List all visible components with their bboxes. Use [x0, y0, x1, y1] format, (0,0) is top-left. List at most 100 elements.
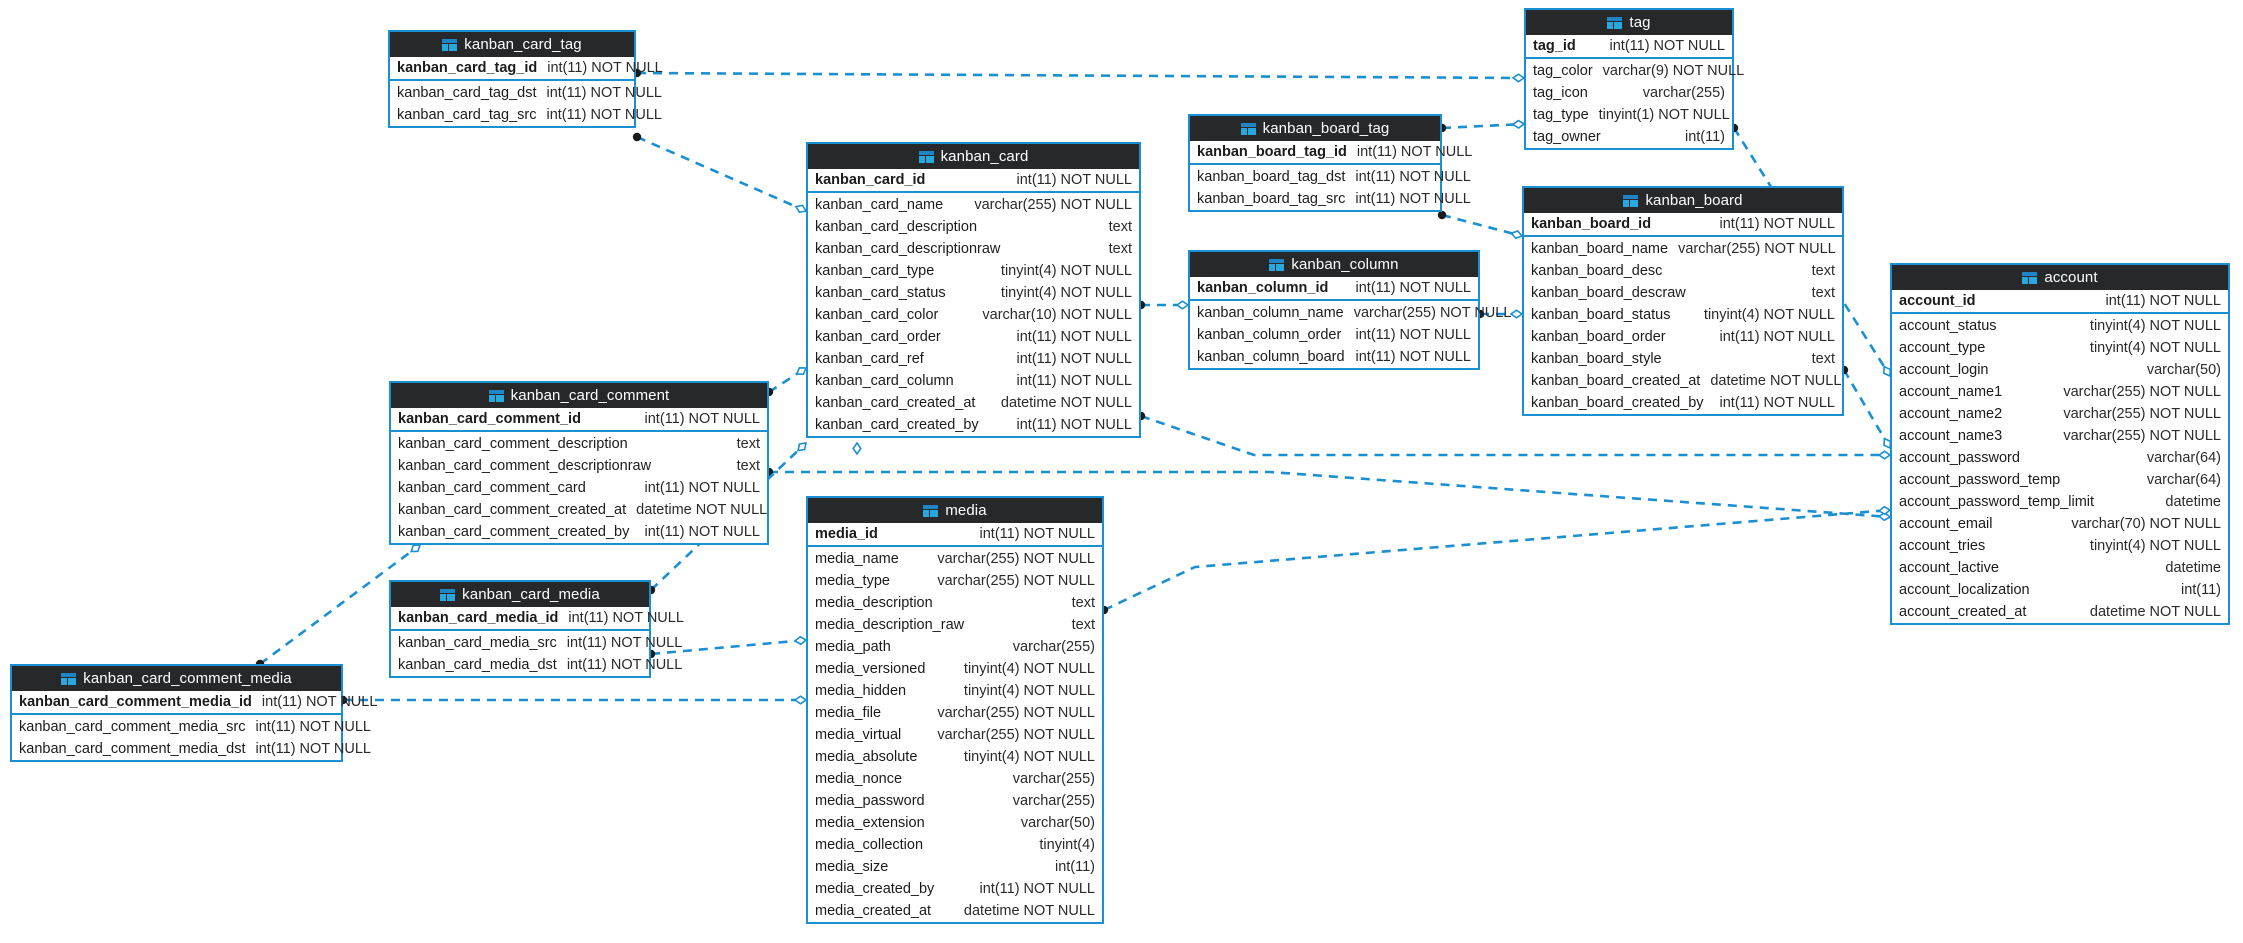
field-type: varchar(10) NOT NULL [982, 307, 1132, 323]
field-type: varchar(255) [1012, 639, 1095, 655]
field-type: int(11) NOT NULL [979, 881, 1096, 897]
relation-endpoint-diamond [1877, 505, 1892, 516]
field-name: kanban_column_name [1197, 305, 1344, 321]
field-row-kanban_card_comment_description: kanban_card_comment_description text [391, 433, 767, 455]
field-name: kanban_card_descriptionraw [815, 241, 1001, 257]
field-name: kanban_card_tag_src [397, 107, 537, 123]
field-type: tinyint(4) NOT NULL [963, 749, 1095, 765]
field-type: int(11) [1684, 129, 1725, 145]
field-row-kanban_board_tag_id: kanban_board_tag_id int(11) NOT NULL [1190, 141, 1472, 163]
table-icon [1623, 194, 1639, 207]
field-type: int(11) NOT NULL [261, 694, 378, 710]
field-name: kanban_card_ref [815, 351, 924, 367]
field-type: text [1811, 263, 1835, 279]
field-type: tinyint(4) NOT NULL [1703, 307, 1835, 323]
field-name: kanban_card_comment_description [398, 436, 628, 452]
field-type: varchar(50) [2146, 362, 2221, 378]
field-type: text [736, 436, 760, 452]
table-kanban_card_comment[interactable]: kanban_card_comment kanban_card_comment_i… [389, 381, 769, 545]
relation-kanban_card_comment-kanban_card_comment_id-to-kanban_card-kanban_card_ref [764, 366, 808, 397]
field-name: media_file [815, 705, 882, 721]
relation-line [1441, 122, 1525, 130]
field-type: tinyint(4) NOT NULL [2089, 318, 2221, 334]
relation-endpoint-diamond [410, 544, 422, 553]
field-type: varchar(70) NOT NULL [2071, 516, 2221, 532]
field-type: int(11) NOT NULL [1016, 373, 1133, 389]
table-icon [1607, 16, 1623, 29]
table-icon [1269, 258, 1285, 271]
field-type: int(11) NOT NULL [255, 719, 372, 735]
field-type: tinyint(4) NOT NULL [963, 661, 1095, 677]
field-name: tag_id [1533, 38, 1576, 54]
relation-line [1842, 369, 1892, 449]
relation-line [1140, 414, 1890, 457]
field-name: kanban_board_tag_id [1197, 144, 1347, 160]
field-name: kanban_column_board [1197, 349, 1345, 365]
field-type: int(11) NOT NULL [1355, 280, 1472, 296]
field-type: int(11) NOT NULL [1356, 144, 1473, 160]
field-name: media_type [815, 573, 890, 589]
relation-endpoint-dot [632, 132, 642, 142]
field-type: varchar(255) NOT NULL [2063, 384, 2221, 400]
field-name: kanban_card_comment_id [398, 411, 581, 427]
table-name-label: kanban_card [940, 148, 1029, 165]
field-type: varchar(255) NOT NULL [2063, 428, 2221, 444]
field-name: account_password_temp_limit [1899, 494, 2095, 510]
relation-kanban_board-kanban_board_style-to-account-account_name3 [1839, 365, 1892, 450]
field-type: varchar(255) NOT NULL [937, 727, 1095, 743]
field-type: tinyint(4) NOT NULL [2089, 340, 2221, 356]
field-name: kanban_card_id [815, 172, 926, 188]
field-name: kanban_card_created_at [815, 395, 976, 411]
relation-kanban_card-kanban_card_created_by-to-kanban_card_comment [852, 441, 862, 456]
field-type: varchar(255) [1642, 85, 1725, 101]
table-header-media: media [808, 498, 1102, 523]
table-header-kanban_card_comment: kanban_card_comment [391, 383, 767, 408]
field-type: int(11) NOT NULL [255, 741, 372, 757]
field-name: kanban_card_comment_media_dst [19, 741, 246, 757]
table-kanban_card[interactable]: kanban_card kanban_card_id int(11) NOT NUL… [806, 142, 1141, 438]
field-type: int(11) NOT NULL [546, 85, 662, 101]
field-name: media_description [815, 595, 933, 611]
field-name: kanban_card_order [815, 329, 941, 345]
field-name: media_versioned [815, 661, 926, 677]
relation-endpoint-diamond [1509, 309, 1524, 319]
relation-endpoint-diamond [793, 635, 808, 646]
field-name: account_login [1899, 362, 1989, 378]
table-icon [488, 389, 504, 402]
field-name: media_password [815, 793, 925, 809]
field-type: tinyint(4) NOT NULL [2089, 538, 2221, 554]
relation-media-media_description-to-account-account_lactive [1099, 505, 1892, 615]
field-name: kanban_card_comment_created_at [398, 502, 627, 518]
